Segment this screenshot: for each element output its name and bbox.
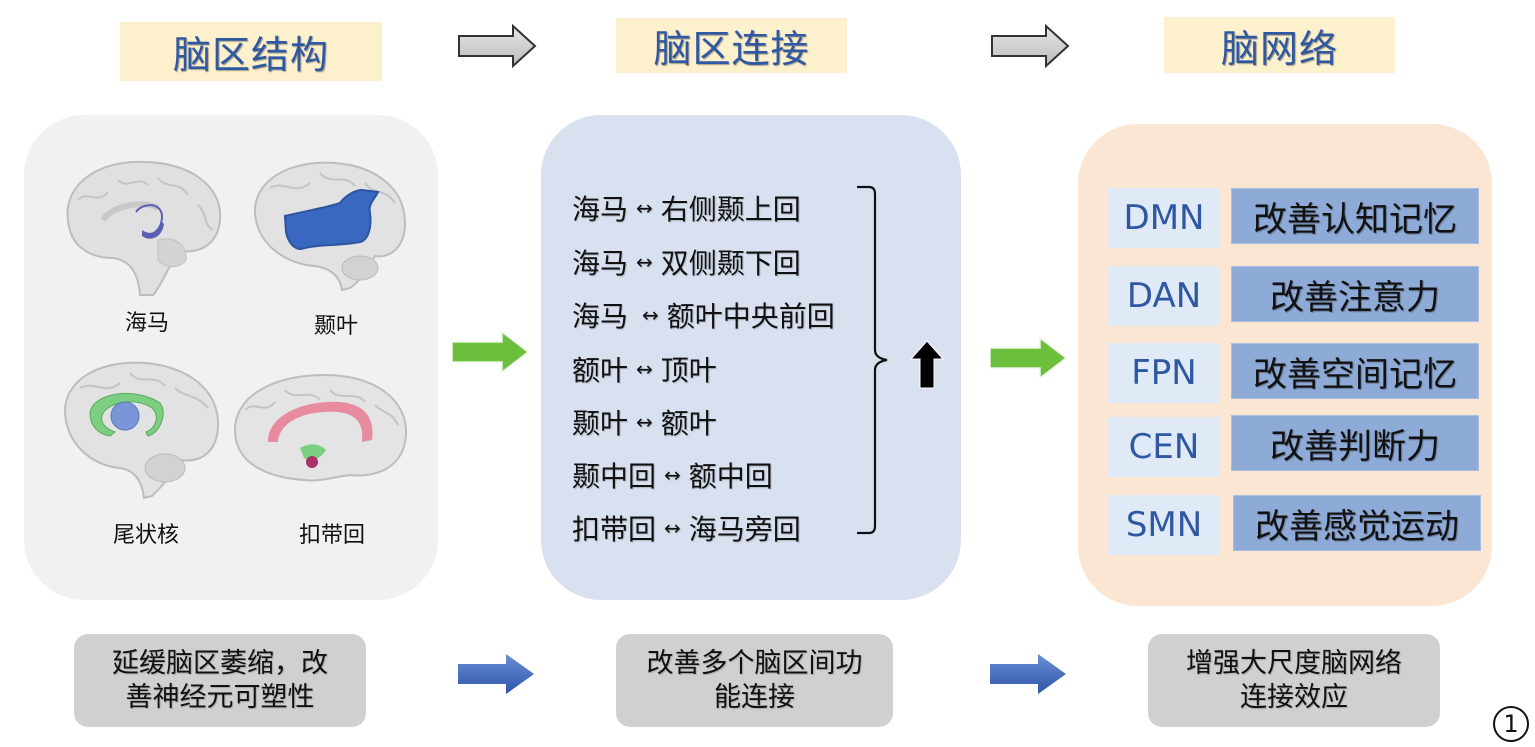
connection-row: 颞叶 ↔ 额叶 [572, 402, 717, 442]
bidirectional-arrow-icon: ↔ [636, 196, 653, 220]
network-code-dan: DAN [1108, 266, 1220, 326]
connection-to: 额叶 [660, 407, 717, 440]
summary-structure: 延缓脑区萎缩，改 善神经元可塑性 [74, 634, 366, 727]
stage-title-connection: 脑区连接 [616, 18, 847, 73]
network-code-cen: CEN [1108, 417, 1220, 477]
network-effect: 改善注意力 [1231, 266, 1479, 322]
region-label-cingulate: 扣带回 [298, 523, 365, 548]
stage-title-network: 脑网络 [1164, 17, 1395, 73]
network-effect: 改善空间记忆 [1231, 343, 1479, 399]
green-arrow-icon [990, 338, 1068, 378]
brain-temporal-lobe-illustration [253, 161, 407, 292]
bidirectional-arrow-icon: ↔ [636, 357, 653, 381]
connection-from: 颞中回 [572, 460, 657, 493]
connection-from: 海马 [572, 300, 629, 333]
connection-from: 颞叶 [572, 407, 629, 440]
connection-to: 海马旁回 [688, 513, 801, 546]
connection-to: 右侧颞上回 [660, 193, 801, 226]
gray-arrow-icon [458, 24, 537, 68]
network-effect: 改善判断力 [1231, 415, 1479, 471]
bidirectional-arrow-icon: ↔ [636, 250, 653, 274]
connection-from: 海马 [572, 193, 629, 226]
bidirectional-arrow-icon: ↔ [642, 303, 659, 327]
blue-arrow-icon [458, 654, 534, 694]
summary-connection: 改善多个脑区间功 能连接 [616, 634, 893, 727]
up-arrow-icon [909, 340, 945, 389]
connection-to: 额叶中央前回 [666, 300, 835, 333]
connection-row: 颞中回 ↔ 额中回 [572, 455, 773, 495]
connection-to: 顶叶 [660, 354, 717, 387]
connection-panel [541, 115, 961, 600]
connection-from: 额叶 [572, 354, 629, 387]
brain-cingulate-illustration [233, 373, 408, 482]
summary-line: 能连接 [714, 681, 795, 713]
blue-arrow-icon [990, 654, 1066, 694]
figure-number-badge: 1 [1493, 706, 1529, 742]
summary-line: 善神经元可塑性 [125, 681, 315, 713]
connection-row: 额叶 ↔ 顶叶 [572, 349, 717, 389]
connection-row: 海马 ↔ 双侧颞下回 [572, 242, 801, 282]
summary-line: 改善多个脑区间功 [646, 647, 863, 679]
connection-to: 额中回 [688, 460, 773, 493]
summary-line: 延缓脑区萎缩，改 [112, 647, 328, 679]
brain-hippocampus-illustration [66, 160, 222, 296]
summary-network: 增强大尺度脑网络 连接效应 [1148, 634, 1440, 727]
brain-caudate-illustration [63, 361, 220, 500]
right-brace-icon [857, 185, 888, 535]
green-arrow-icon [452, 332, 530, 372]
connection-row: 海马 ↔ 额叶中央前回 [572, 295, 835, 335]
network-effect: 改善认知记忆 [1231, 188, 1479, 244]
bidirectional-arrow-icon: ↔ [664, 516, 681, 540]
network-code-smn: SMN [1108, 495, 1220, 555]
network-code-dmn: DMN [1108, 188, 1220, 248]
bidirectional-arrow-icon: ↔ [636, 410, 653, 434]
stage-title-structure: 脑区结构 [120, 22, 382, 81]
connection-row: 扣带回 ↔ 海马旁回 [572, 508, 801, 548]
summary-line: 连接效应 [1240, 681, 1348, 713]
network-effect: 改善感觉运动 [1233, 495, 1481, 551]
connection-row: 海马 ↔ 右侧颞上回 [572, 188, 801, 228]
region-label-hippocampus: 海马 [124, 311, 169, 336]
connection-from: 扣带回 [572, 513, 657, 546]
summary-line: 增强大尺度脑网络 [1186, 647, 1402, 679]
gray-arrow-icon [991, 24, 1070, 68]
region-label-temporal-lobe: 颞叶 [313, 314, 358, 339]
connection-to: 双侧颞下回 [660, 247, 801, 280]
connection-from: 海马 [572, 247, 629, 280]
bidirectional-arrow-icon: ↔ [664, 463, 681, 487]
region-label-caudate: 尾状核 [112, 523, 179, 548]
network-code-fpn: FPN [1108, 343, 1220, 403]
